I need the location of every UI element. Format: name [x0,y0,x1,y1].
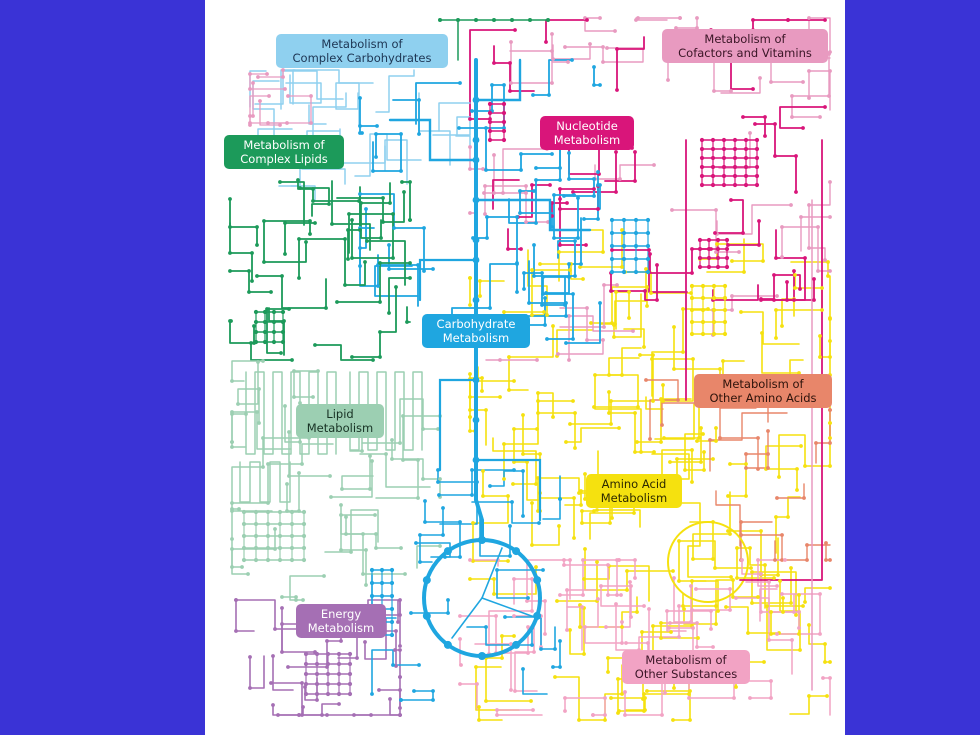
label-energy-line2: Metabolism [307,621,375,635]
label-amino-acid-line2: Metabolism [600,491,668,505]
label-cofactors-line2: Cofactors and Vitamins [678,46,812,60]
label-cofactors-line1: Metabolism of [704,32,786,46]
label-lipid-line1: Lipid [326,407,354,421]
label-amino-acid-line1: Amino Acid [601,477,667,491]
label-carbohydrate-line2: Metabolism [442,331,510,345]
label-nucleotide-line1: Nucleotide [556,119,618,133]
label-other-substances: Metabolism of Other Substances [622,650,750,684]
label-other-amino-acids-line1: Metabolism of [722,377,804,391]
label-nucleotide-line2: Metabolism [553,133,621,147]
label-energy-line1: Energy [320,607,362,621]
label-complex-lipids-line1: Metabolism of [243,138,325,152]
label-other-amino-acids-line2: Other Amino Acids [709,391,817,405]
label-cofactors-vitamins: Metabolism of Cofactors and Vitamins [662,29,828,63]
label-other-amino-acids: Metabolism of Other Amino Acids [694,374,832,408]
label-complex-lipids-line2: Complex Lipids [240,152,328,166]
label-lipid-line2: Metabolism [306,421,374,435]
label-complex-carbohydrates-line2: Complex Carbohydrates [292,51,432,65]
label-lipid-metabolism: Lipid Metabolism [296,404,384,438]
label-complex-carbohydrates: Metabolism of Complex Carbohydrates [276,34,448,68]
label-amino-acid-metabolism: Amino Acid Metabolism [586,474,682,508]
label-nucleotide-metabolism: Nucleotide Metabolism [540,116,634,150]
label-complex-carbohydrates-line1: Metabolism of [321,37,403,51]
label-carbohydrate-metabolism: Carbohydrate Metabolism [422,314,530,348]
label-other-substances-line2: Other Substances [634,667,738,681]
label-energy-metabolism: Energy Metabolism [296,604,386,638]
label-other-substances-line1: Metabolism of [645,653,727,667]
label-carbohydrate-line1: Carbohydrate [436,317,516,331]
pathway-nodes [228,16,832,722]
carbohydrate-main-trunk [388,58,592,660]
label-complex-lipids: Metabolism of Complex Lipids [224,135,344,169]
